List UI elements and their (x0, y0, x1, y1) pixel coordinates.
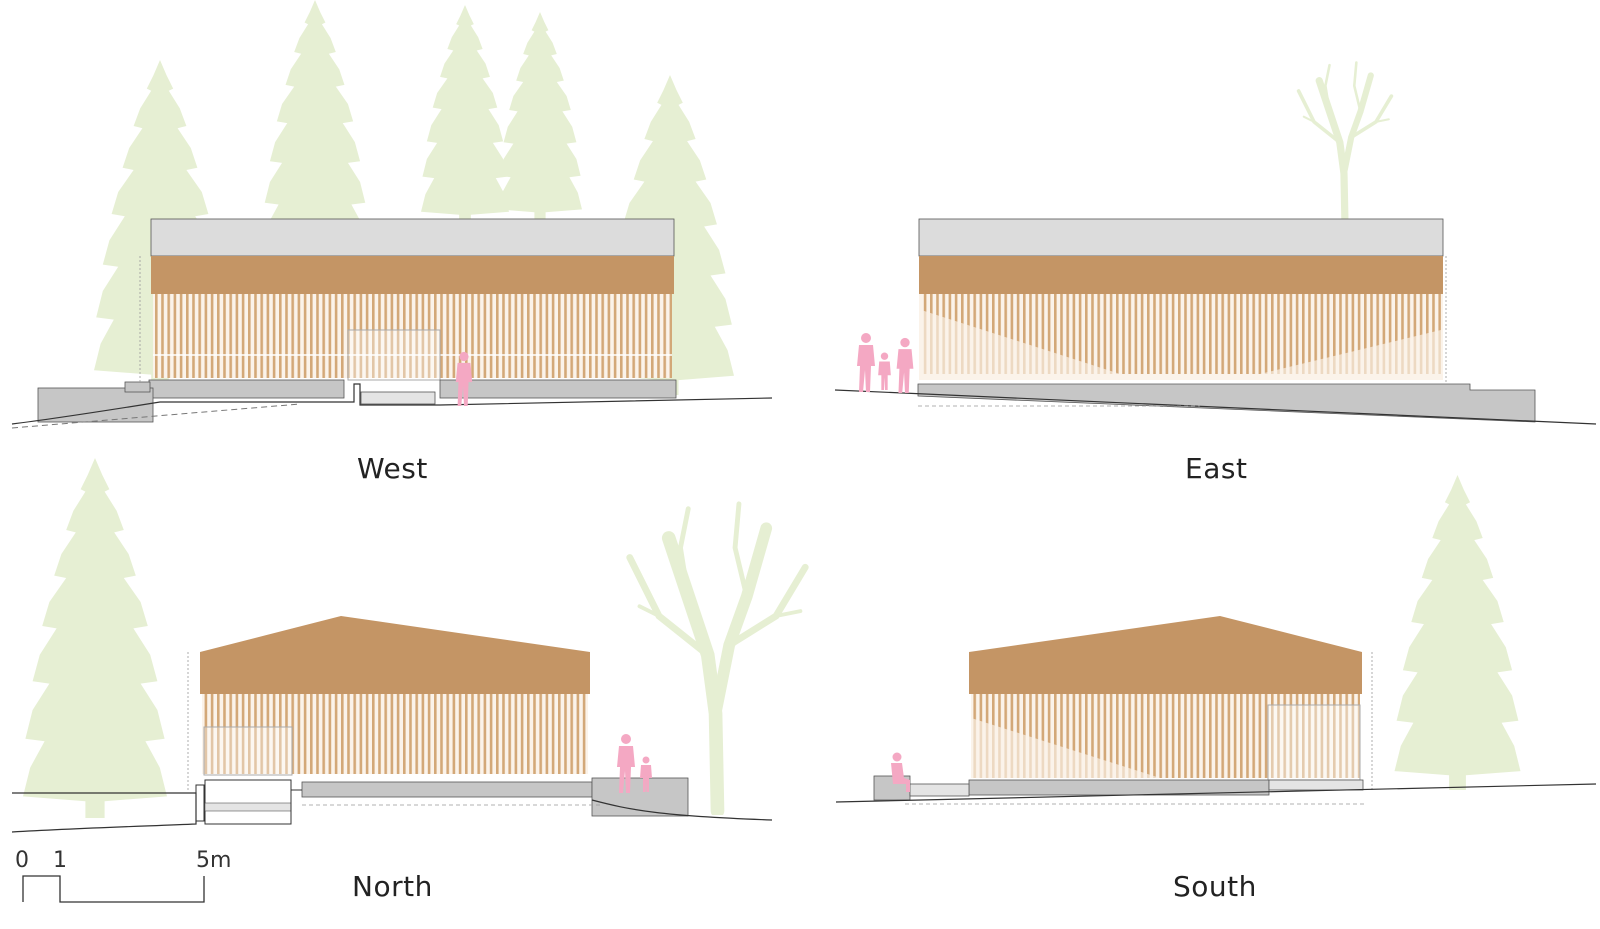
west-door (347, 329, 441, 381)
west-roof (150, 218, 675, 257)
east-roof (918, 218, 1444, 257)
north-label: North (352, 870, 433, 903)
south-slat-screen (971, 694, 1360, 778)
east-slat-screen (921, 294, 1441, 374)
south-conifer (1394, 475, 1521, 790)
west-wood-band (151, 256, 674, 294)
south-gable (969, 616, 1362, 694)
north-plinth (301, 781, 593, 798)
scale-tick-5m: 5m (196, 848, 232, 873)
east-bare-tree (1299, 63, 1392, 225)
north-gable (200, 616, 590, 694)
east-label: East (1185, 452, 1248, 485)
scale-tick-1: 1 (53, 848, 67, 873)
north-conifer (23, 458, 167, 818)
north-bare-tree (630, 504, 806, 811)
scale-bar (22, 875, 205, 903)
west-elevation (11, 0, 773, 429)
east-wood-band (919, 256, 1443, 294)
east-elevation (834, 63, 1597, 425)
south-label: South (1173, 870, 1257, 903)
north-elevation (11, 458, 806, 833)
north-door (203, 726, 293, 776)
west-plinth (148, 379, 345, 399)
south-elevation (835, 475, 1597, 805)
east-people (857, 333, 914, 393)
north-slat-screen (202, 694, 588, 774)
east-plinth (917, 383, 1536, 423)
west-label: West (357, 452, 428, 485)
scale-tick-0: 0 (15, 848, 29, 873)
south-door (1267, 704, 1361, 781)
